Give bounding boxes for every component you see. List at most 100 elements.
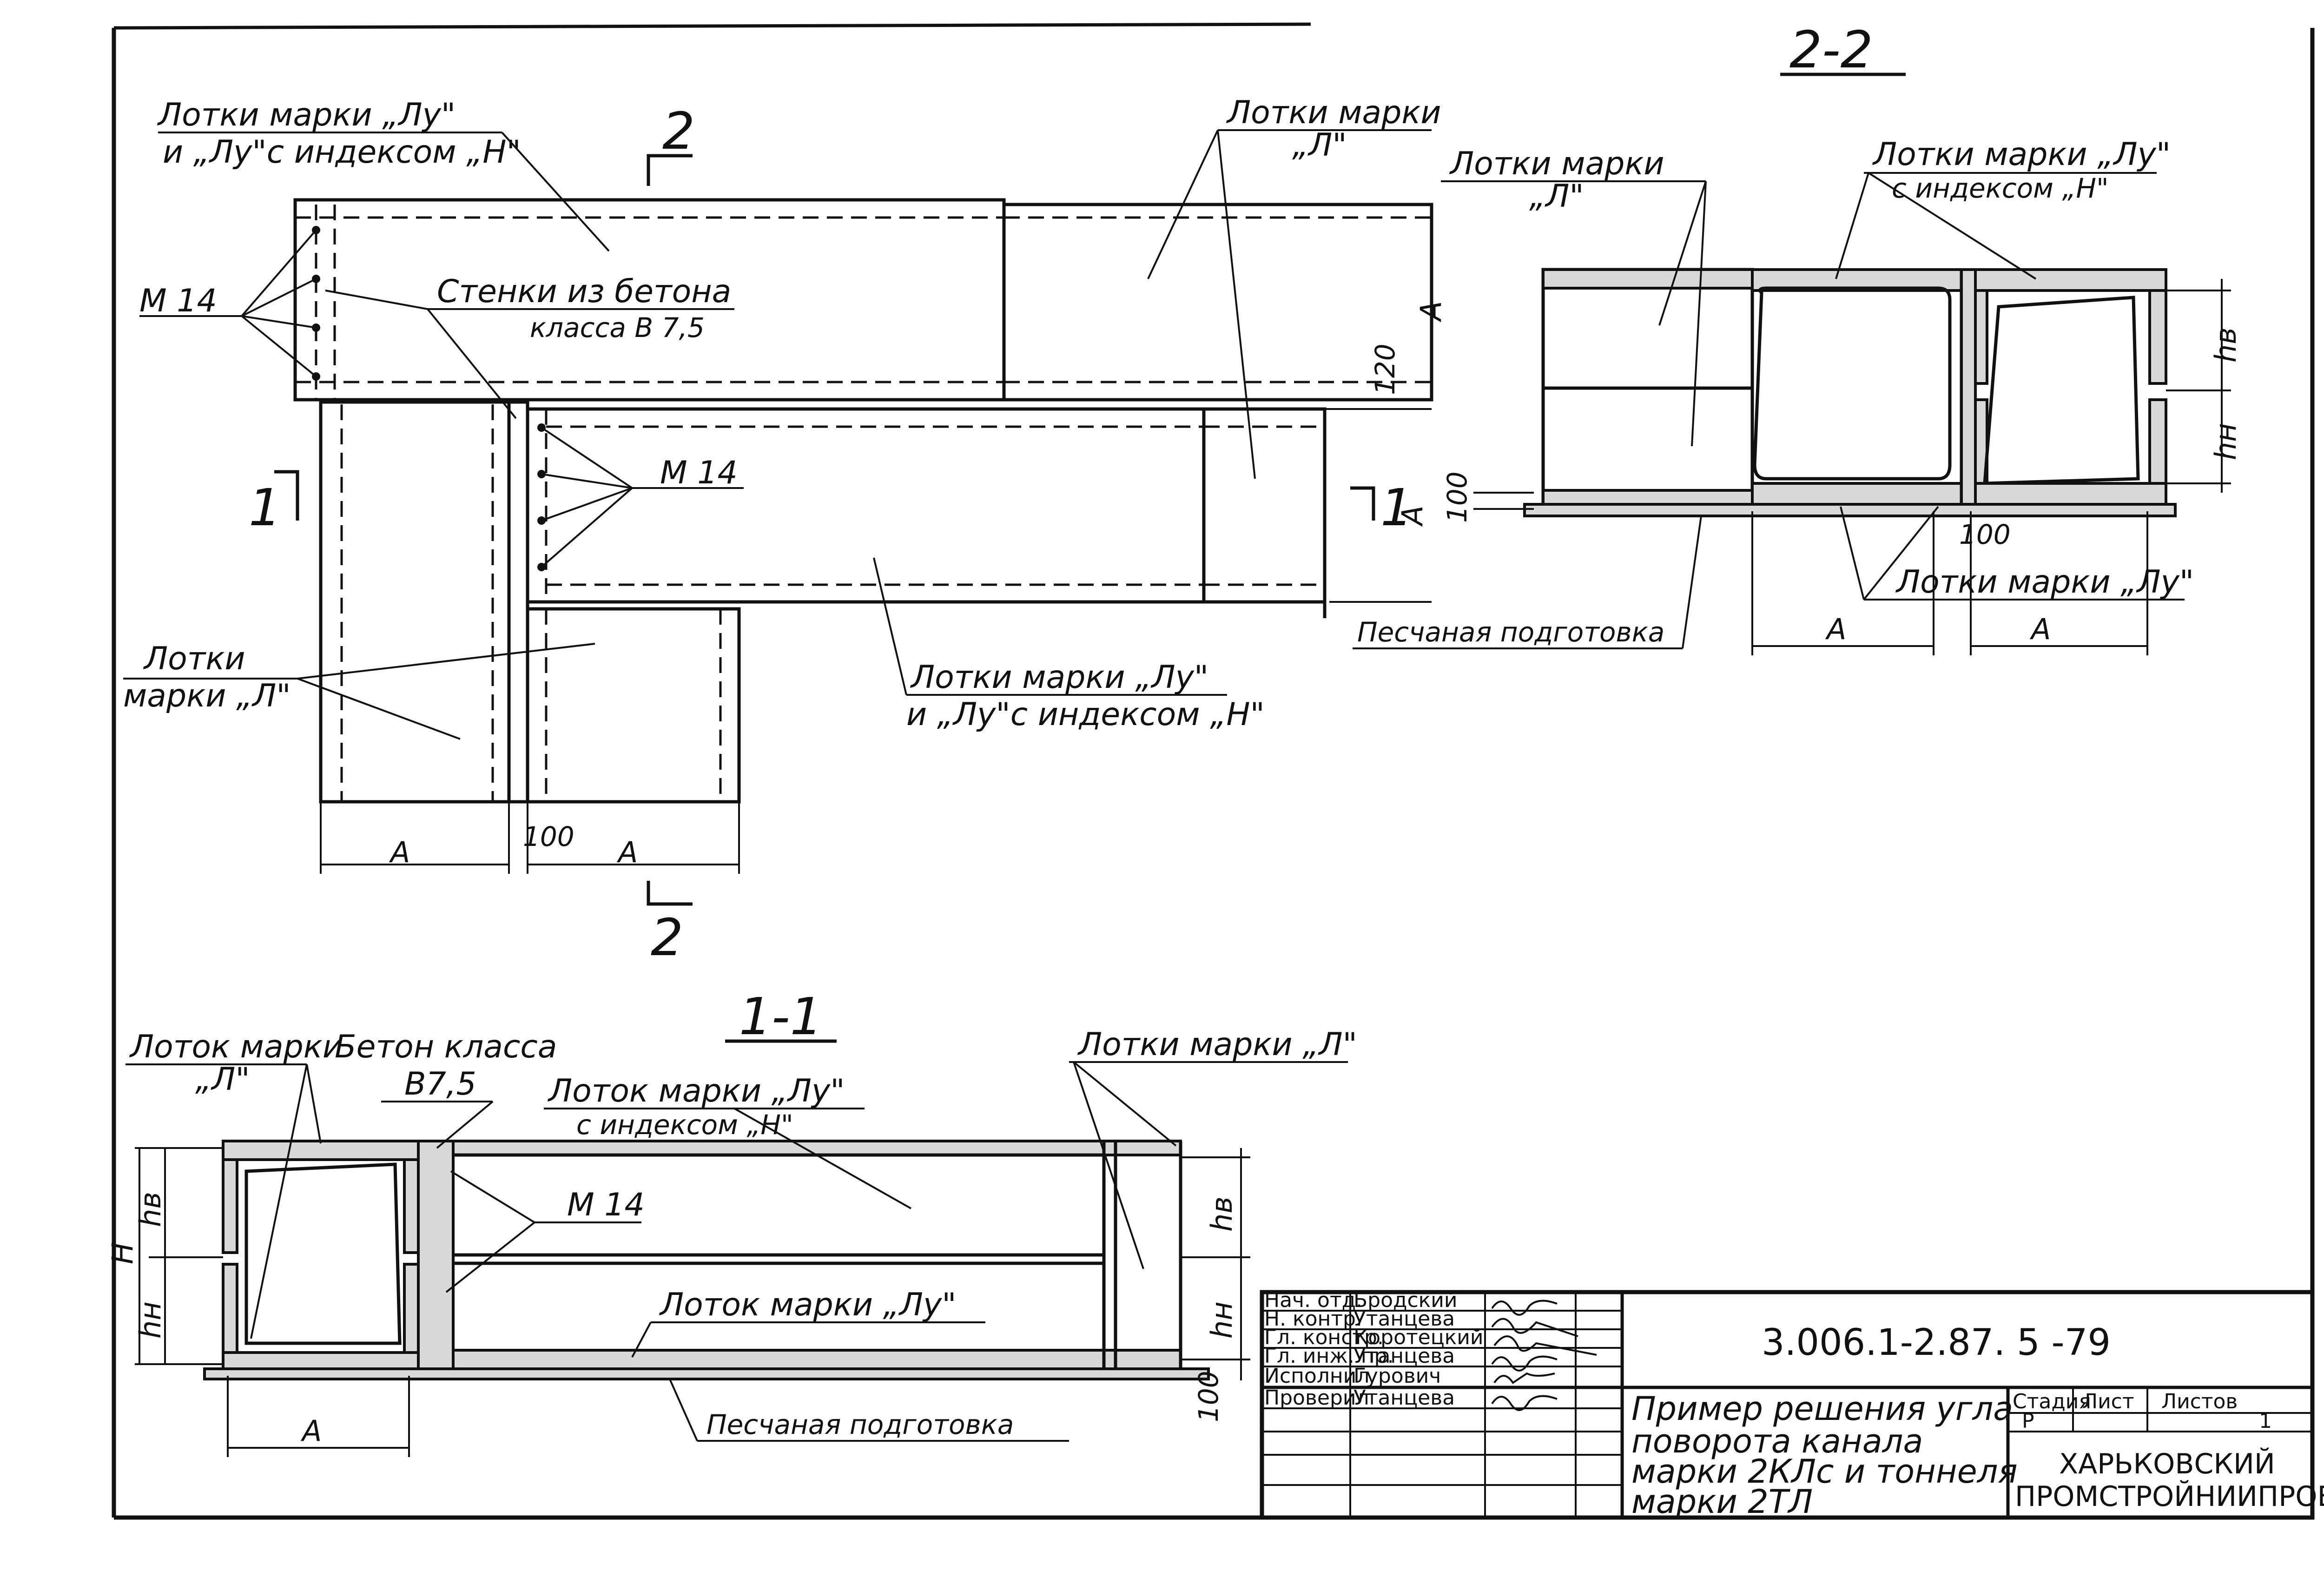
section-2-2: 2-2 hв hн 100 100 [1353,20,2243,655]
plan-label-l-left-line1: Лотки [143,640,245,677]
section-1-1-title: 1-1 [739,987,823,1046]
s11-label-ly: Лоток марки „Лу" [659,1287,957,1323]
tb-role-2: Н. контр. [1264,1307,1362,1331]
plan-label-ly-bottom-line1: Лотки марки „Лу" [910,659,1208,696]
tb-name-2: Утанцева [1353,1307,1455,1331]
s22-dim-hn: hн [2209,423,2243,460]
plan-label-ly-bottom-line2: и „Лу"с индексом „Н" [906,696,1265,733]
tb-signatures [1491,1300,1597,1411]
plan-label-l-right-line1: Лотки марки [1226,94,1441,131]
s22-tray-ly [1983,296,2140,485]
tb-stage-value: Р [2022,1409,2034,1433]
plan-tray-ly-middle [526,407,1206,604]
tb-organization-line2: ПРОМСТРОЙНИИПРОЕКТ [2015,1479,2324,1513]
plan-dim-A-1: А [389,835,410,869]
tb-name-1: Бродский [1353,1288,1457,1312]
s11-label-l-right: Лотки марки „Л" [1077,1026,1357,1063]
s11-dim-hb-right: hв [1205,1196,1239,1232]
s11-label-ly-n-line1: Лоток марки „Лу" [547,1073,845,1109]
tb-title-line3: марки 2КЛс и тоннеля [1631,1452,2018,1491]
plan-label-l-left-line2: марки „Л" [123,678,291,714]
plan-tray-l-left [319,400,511,804]
s22-dim-100-a: 100 [1441,471,1473,523]
tb-name-3: Коротецкий [1353,1326,1483,1349]
tb-sheet-header: Лист [2082,1390,2134,1413]
plan-label-walls-line2: класса В 7,5 [530,312,705,343]
section-2-cut-bottom [647,881,693,906]
section-1-cut-right [1350,486,1375,521]
tb-role-3: Гл. констр. [1264,1326,1384,1349]
s22-tray-l [1541,268,1754,504]
tb-stage-header: Стадия [2013,1390,2091,1413]
section-1-1: 1-1 Н hв hн h [106,987,1357,1457]
tb-title-line4: марки 2ТЛ [1631,1483,1813,1521]
s22-dim-A-2: А [2029,612,2051,646]
plan-dim-120: 120 [1369,343,1401,395]
s22-tray-ly-n [1753,286,1952,481]
s22-dim-hb: hв [2209,327,2243,363]
tb-role-4: Гл. инж. пр. [1264,1344,1394,1368]
s11-dim-hn: hн [133,1301,167,1339]
section-2-label-bottom: 2 [651,908,683,967]
s22-label-ly: Лотки марки „Лу" [1895,564,2194,601]
s22-label-l-line2: „Л" [1529,178,1584,215]
tb-role-6: Проверил [1264,1386,1369,1410]
plan-concrete-wall [507,400,529,804]
plan-label-m14-a: М 14 [139,283,217,319]
section-1-cut-left [274,470,299,521]
plan-label-ly-n-line1: Лотки марки „Лу" [157,97,456,133]
s11-dim-H: Н [106,1242,139,1264]
section-2-cut-top [647,154,693,186]
plan-label-l-right-line2: „Л" [1292,127,1347,164]
s11-label-concrete-line2: В7,5 [404,1066,476,1102]
tb-name-5: Гурович [1353,1364,1441,1388]
s22-label-ly-n-line1: Лотки марки „Лу" [1872,136,2171,173]
tb-name-4: Утанцева [1353,1344,1455,1368]
section-2-label-top: 2 [662,101,695,161]
plan-dim-A-2: А [616,835,638,869]
plan-label-ly-n-line2: и „Лу"с индексом „Н" [163,134,521,171]
s11-label-ly-n-line2: с индексом „Н" [576,1109,793,1141]
tb-title-line2: поворота канала [1631,1422,1923,1460]
section-1-label-right: 1 [1380,478,1413,537]
s11-dim-hb: hв [133,1192,167,1227]
section-2-2-title: 2-2 [1789,20,1873,79]
s11-label-sand: Песчаная подготовка [706,1409,1014,1440]
s11-concrete-wall [417,1140,455,1370]
plan-label-walls-line1: Стенки из бетона [437,273,731,310]
tb-title-line1: Пример решения угла [1631,1390,2013,1428]
s22-label-l-line1: Лотки марки [1449,145,1664,182]
s11-label-concrete-line1: Бетон класса [335,1029,557,1065]
s11-label-m14: М 14 [567,1187,645,1223]
s22-label-ly-n-line2: с индексом „Н" [1892,172,2109,204]
s11-dim-100: 100 [1193,1371,1224,1422]
tb-role-1: Нач. отд. [1264,1288,1362,1312]
tb-sheets-value: 1 [2259,1409,2272,1433]
tb-sheets-header: Листов [2161,1390,2238,1413]
plan-dim-A-right-2: А [1395,506,1429,527]
s11-label-l-line1: Лоток марки [129,1029,343,1065]
plan-tray-l-middle-right [1202,407,1327,604]
plan-view: 2 2 1 1 А А 120 А А 100 Лотки марки „Лу"… [123,94,1448,967]
tb-role-5: Исполнил [1264,1364,1369,1388]
tb-name-6: Утанцева [1353,1386,1455,1410]
tb-document-code: 3.006.1-2.87. 5 -79 [1762,1322,2111,1364]
s22-sand-bed [1523,503,2177,517]
plan-tray-l-lower [526,607,741,804]
plan-m14-bolts-middle [537,423,546,571]
section-1-label-left: 1 [249,478,281,537]
s11-sand-bed [203,1367,1210,1380]
plan-dim-100: 100 [523,821,574,852]
plan-label-m14-b: М 14 [660,455,738,491]
s11-tray-l [244,1162,402,1345]
plan-dim-A-right-1: А [1414,301,1448,323]
s11-dim-hn-right: hн [1205,1301,1239,1339]
s22-label-sand: Песчаная подготовка [1357,616,1664,648]
s22-dim-A-1: А [1825,612,1846,646]
plan-tray-l-upper-right [1002,203,1433,402]
s11-dim-A: А [300,1414,322,1448]
title-block: Нач. отд. Бродский Н. контр. Утанцева Гл… [1260,1288,2324,1521]
tb-organization-line1: ХАРЬКОВСКИЙ [2059,1447,2275,1480]
